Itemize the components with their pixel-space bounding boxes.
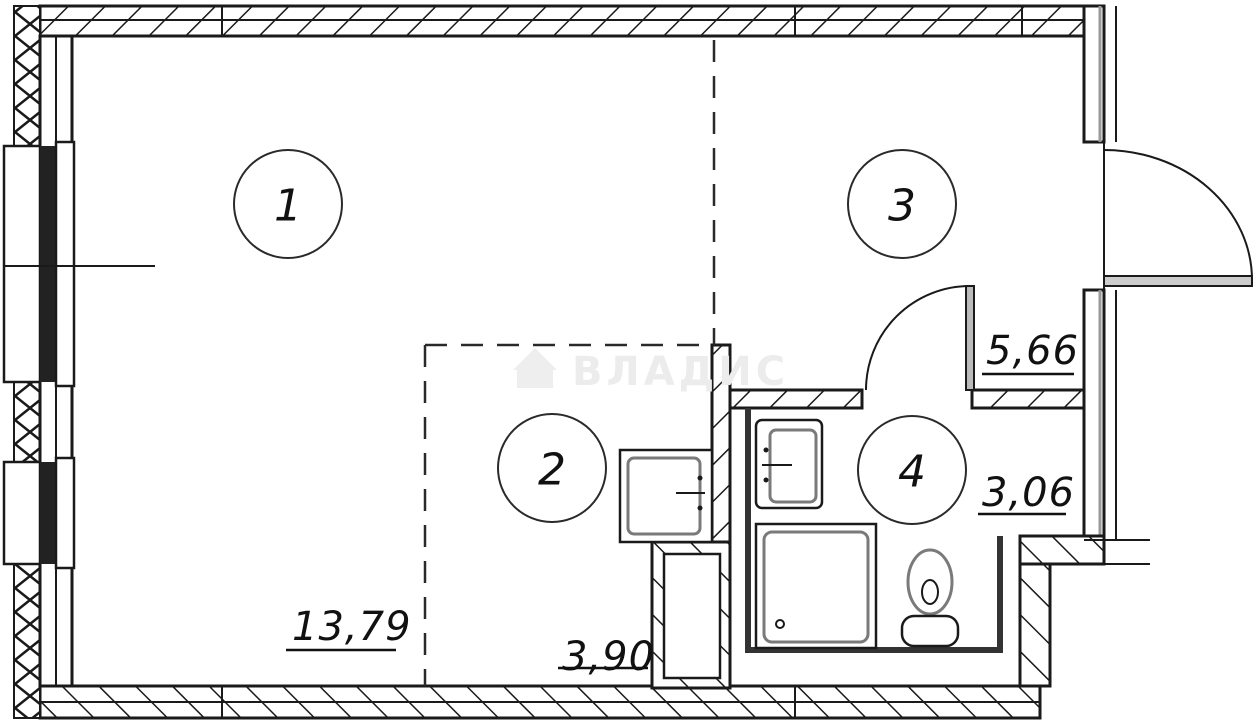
top-wall: [38, 4, 1092, 38]
bathroom-inner-border: [745, 408, 1003, 653]
room-2-marker: 2: [497, 413, 607, 523]
right-wall: [1082, 4, 1117, 542]
room-4-marker: 4: [857, 415, 967, 525]
svg-text:3,06: 3,06: [982, 470, 1075, 516]
room-4-number: 4: [898, 447, 926, 498]
room-3-area: 5,66: [982, 328, 1079, 376]
entry-door: [1103, 142, 1253, 290]
window-lower: [2, 456, 76, 570]
bathroom-door: [865, 285, 975, 391]
watermark: ВЛАДИС: [513, 348, 789, 395]
room-2-number: 2: [538, 445, 566, 496]
room-3-marker: 3: [847, 149, 957, 259]
svg-text:13,79: 13,79: [292, 604, 412, 650]
room-1-number: 1: [274, 181, 302, 232]
window-upper: [2, 140, 155, 388]
room-4-area: 3,06: [978, 470, 1075, 516]
svg-text:ВЛАДИС: ВЛАДИС: [572, 349, 789, 395]
fridge: [650, 540, 732, 690]
kitchen-sink: [618, 448, 714, 544]
zone-dividers: [423, 40, 716, 686]
washbasin: [754, 418, 824, 510]
shower-tray: [754, 522, 878, 650]
svg-text:5,66: 5,66: [986, 328, 1079, 374]
room-3-number: 3: [888, 181, 916, 232]
svg-text:3,90: 3,90: [562, 634, 655, 680]
bottom-wall: [38, 684, 1042, 720]
bathroom-top-wall: [728, 388, 1086, 410]
house-key-icon: [513, 348, 557, 388]
room-1-area: 13,79: [286, 604, 412, 652]
room-1-marker: 1: [233, 149, 343, 259]
room-2-area: 3,90: [558, 634, 655, 680]
bathroom-right-wall: [1018, 534, 1150, 688]
toilet: [900, 548, 960, 648]
